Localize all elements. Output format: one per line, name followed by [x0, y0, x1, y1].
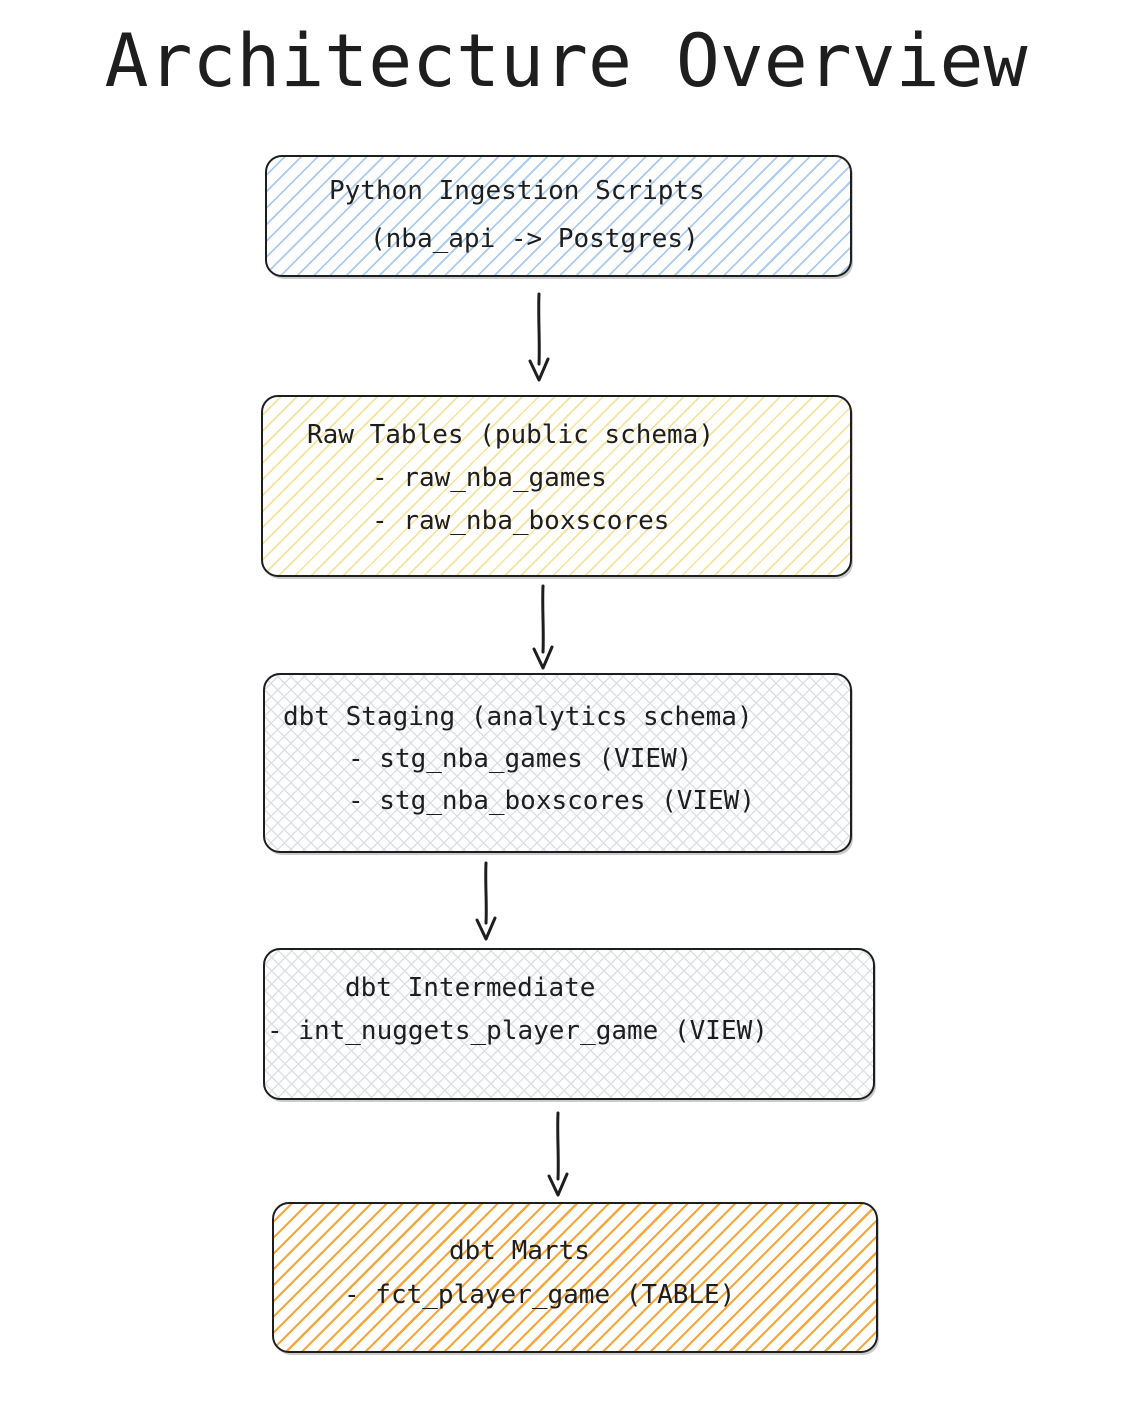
- node-text-line: - stg_nba_boxscores (VIEW): [348, 786, 755, 816]
- node-text-line: (nba_api -> Postgres): [370, 224, 699, 254]
- node-text-line: - raw_nba_boxscores: [372, 506, 670, 536]
- node-dbt-marts: dbt Marts - fct_player_game (TABLE): [272, 1202, 878, 1353]
- node-raw-tables: Raw Tables (public schema) - raw_nba_gam…: [261, 395, 852, 577]
- page-title: Architecture Overview: [104, 19, 1028, 104]
- node-text-line: - fct_player_game (TABLE): [344, 1280, 736, 1310]
- node-text-line: dbt Staging (analytics schema): [283, 702, 753, 732]
- node-python-ingestion-scripts: Python Ingestion Scripts (nba_api -> Pos…: [265, 155, 852, 277]
- arrow-ingestion-to-raw-tables: [528, 292, 550, 382]
- node-text-line: - int_nuggets_player_game (VIEW): [267, 1016, 768, 1046]
- node-text-line: - stg_nba_games (VIEW): [348, 744, 693, 774]
- node-text-line: dbt Intermediate: [345, 973, 596, 1003]
- node-text-line: Raw Tables (public schema): [307, 420, 714, 450]
- node-text-line: Python Ingestion Scripts: [329, 176, 705, 206]
- arrow-staging-to-intermediate: [475, 861, 497, 941]
- node-dbt-staging: dbt Staging (analytics schema) - stg_nba…: [263, 673, 852, 853]
- node-dbt-intermediate: dbt Intermediate - int_nuggets_player_ga…: [263, 948, 875, 1100]
- arrow-raw-tables-to-staging: [532, 584, 554, 670]
- arrow-intermediate-to-marts: [547, 1111, 569, 1197]
- node-text-line: - raw_nba_games: [372, 463, 607, 493]
- node-text-line: dbt Marts: [449, 1236, 590, 1266]
